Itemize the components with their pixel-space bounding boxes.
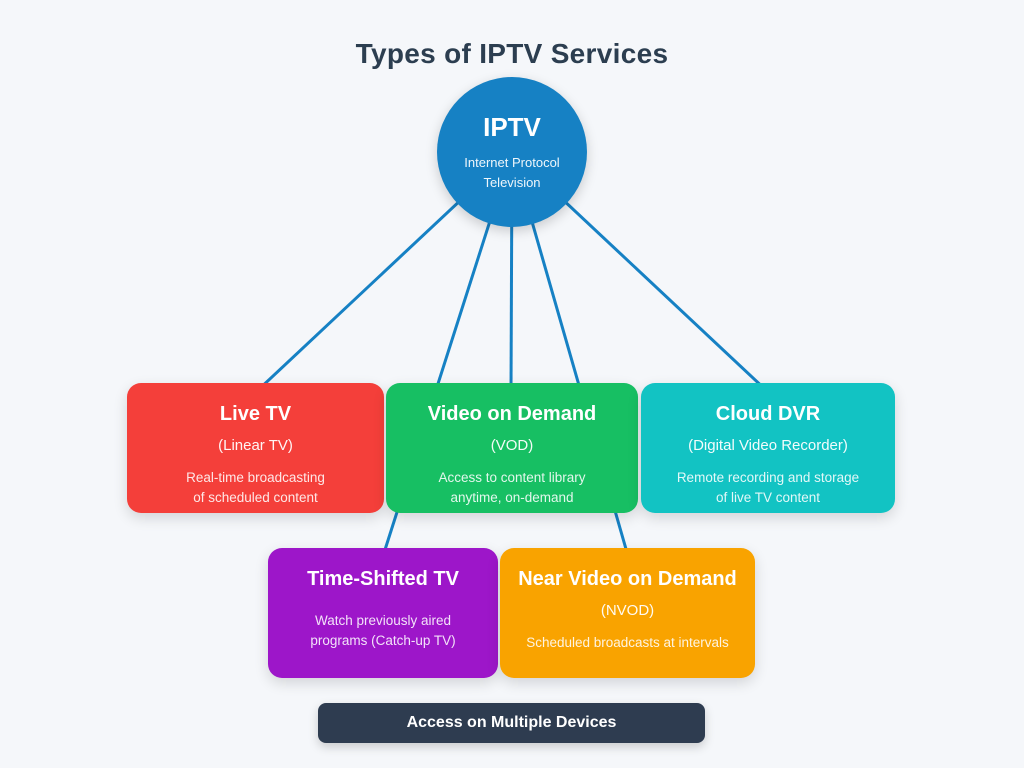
- iptv-root-node: IPTV Internet Protocol Television: [437, 77, 587, 227]
- card-cloud-dvr: Cloud DVR (Digital Video Recorder) Remot…: [641, 383, 895, 513]
- card-time-shifted-tv: Time-Shifted TV Watch previously aired p…: [268, 548, 498, 678]
- card-live-tv-description: Real-time broadcasting of scheduled cont…: [186, 470, 325, 505]
- card-live-tv: Live TV (Linear TV) Real-time broadcasti…: [127, 383, 384, 513]
- footer-bar: Access on Multiple Devices: [318, 703, 705, 743]
- card-cloud-dvr-title: Cloud DVR: [715, 403, 821, 425]
- card-nvod-title: Near Video on Demand: [518, 568, 737, 590]
- diagram-title: Types of IPTV Services: [355, 38, 669, 69]
- card-nvod-subtitle: (NVOD): [600, 602, 655, 619]
- card-cloud-dvr-subtitle: (Digital Video Recorder): [688, 437, 848, 454]
- card-vod-description: Access to content library anytime, on-de…: [438, 470, 586, 505]
- card-live-tv-subtitle: (Linear TV): [218, 437, 293, 454]
- card-live-tv-title: Live TV: [219, 403, 292, 425]
- card-time-shifted-description: Watch previously aired programs (Catch-u…: [310, 613, 456, 648]
- footer-label: Access on Multiple Devices: [406, 714, 617, 731]
- card-vod-title: Video on Demand: [427, 403, 597, 425]
- root-node-title: IPTV: [483, 112, 541, 142]
- card-nvod-description: Scheduled broadcasts at intervals: [526, 635, 729, 650]
- card-near-video-on-demand: Near Video on Demand (NVOD) Scheduled br…: [500, 548, 755, 678]
- card-vod-subtitle: (VOD): [490, 437, 534, 454]
- card-cloud-dvr-description: Remote recording and storage of live TV …: [676, 470, 860, 505]
- card-video-on-demand: Video on Demand (VOD) Access to content …: [386, 383, 638, 513]
- root-node-subtitle: Internet Protocol Television: [464, 155, 560, 190]
- card-time-shifted-title: Time-Shifted TV: [307, 568, 459, 590]
